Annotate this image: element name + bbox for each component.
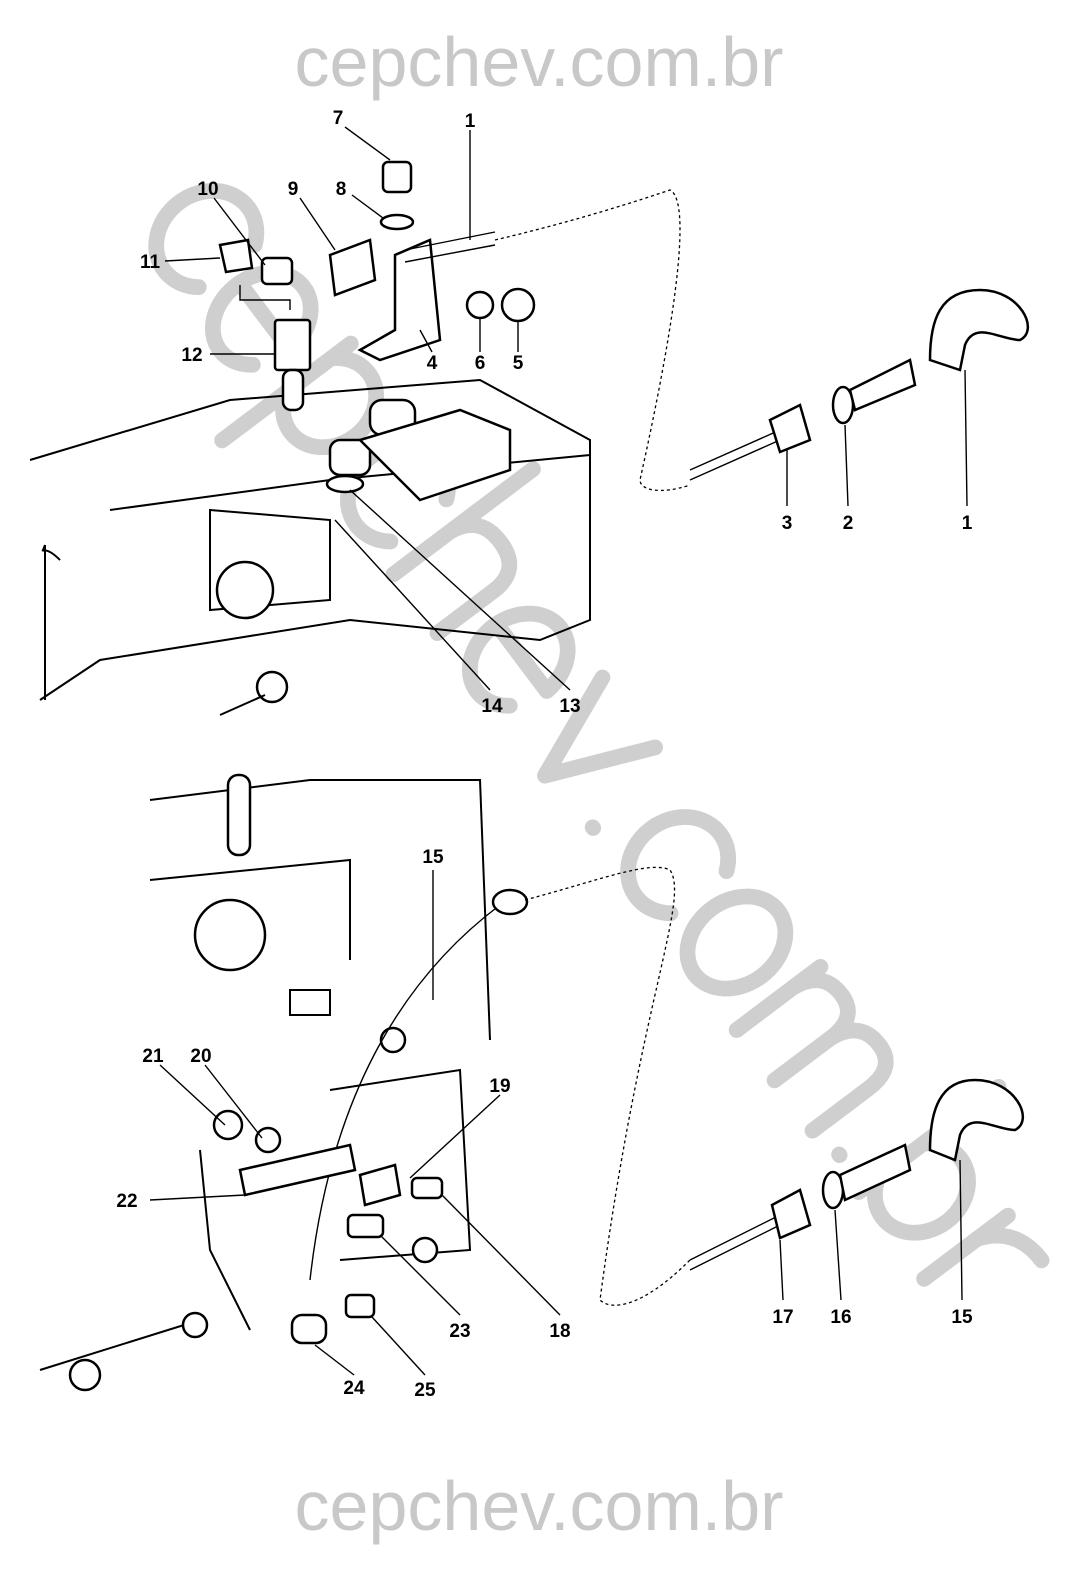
watermark-glyph <box>204 264 319 373</box>
label-3: 3 <box>782 513 793 534</box>
knob-1 <box>928 288 1030 372</box>
nut-17 <box>770 1188 812 1240</box>
watermark-top: cepchev.com.br <box>295 23 784 101</box>
lower-knob-assembly <box>689 1078 1025 1271</box>
label-20: 20 <box>190 1046 211 1067</box>
label-14: 14 <box>481 696 503 717</box>
label-10: 10 <box>197 179 218 200</box>
watermark-glyph <box>385 461 541 641</box>
label-9: 9 <box>288 179 299 200</box>
watermark-bottom: cepchev.com.br <box>295 1467 784 1545</box>
label-23: 23 <box>449 1321 470 1342</box>
label-1-top: 1 <box>465 111 476 132</box>
stud-12 <box>273 318 312 372</box>
label-8: 8 <box>336 179 347 200</box>
bolt-7 <box>381 160 413 194</box>
label-17: 17 <box>772 1307 793 1328</box>
label-13: 13 <box>559 696 580 717</box>
leader-lines <box>149 126 968 1376</box>
clamp-19 <box>358 1163 402 1207</box>
bolt-18 <box>410 1176 444 1200</box>
washer-6 <box>465 290 495 320</box>
screw-25 <box>344 1293 376 1319</box>
upper-engine-assembly <box>29 378 591 716</box>
watermark-glyph <box>537 669 664 784</box>
label-12: 12 <box>181 345 202 366</box>
plate-22 <box>238 1143 357 1197</box>
watermark-glyph <box>831 1146 848 1163</box>
label-6: 6 <box>475 353 486 374</box>
label-21: 21 <box>142 1046 164 1067</box>
label-2: 2 <box>843 513 854 534</box>
watermark-glyph <box>679 888 794 997</box>
watermark-glyph <box>461 605 576 714</box>
label-19: 19 <box>489 1076 510 1097</box>
washer-20 <box>254 1126 282 1154</box>
callout-labels: 1 7 8 10 9 11 12 6 5 4 3 2 1 14 13 15 21… <box>116 108 973 1401</box>
label-18: 18 <box>549 1321 570 1342</box>
label-1-right: 1 <box>962 513 973 534</box>
label-24: 24 <box>343 1378 365 1399</box>
label-25: 25 <box>414 1380 436 1401</box>
watermark-glyph <box>916 1207 1050 1287</box>
upper-knob-assembly <box>689 288 1030 481</box>
knob-15 <box>928 1078 1025 1162</box>
watermark-glyph <box>728 958 894 1139</box>
watermark-glyph <box>148 182 265 296</box>
label-4: 4 <box>427 353 438 374</box>
bolt-23 <box>346 1213 385 1239</box>
label-7: 7 <box>333 108 344 129</box>
bolt-10 <box>260 256 294 286</box>
nut-5 <box>500 287 536 323</box>
bolt-11 <box>218 238 254 274</box>
grommet <box>491 888 529 916</box>
label-5: 5 <box>513 353 524 374</box>
watermark-glyph <box>620 809 737 922</box>
label-11: 11 <box>140 252 161 273</box>
label-16: 16 <box>830 1307 851 1328</box>
clamp-9 <box>328 238 377 297</box>
label-15-knob: 15 <box>951 1307 973 1328</box>
nut-21 <box>212 1109 244 1141</box>
washer-8 <box>379 213 415 231</box>
lower-parts <box>212 866 691 1345</box>
label-22: 22 <box>116 1191 137 1212</box>
watermark-glyph <box>584 819 602 836</box>
label-15-cable: 15 <box>422 847 444 868</box>
nut-3 <box>768 403 812 454</box>
lower-engine-assembly <box>39 773 491 1392</box>
swivel-24 <box>290 1313 328 1345</box>
